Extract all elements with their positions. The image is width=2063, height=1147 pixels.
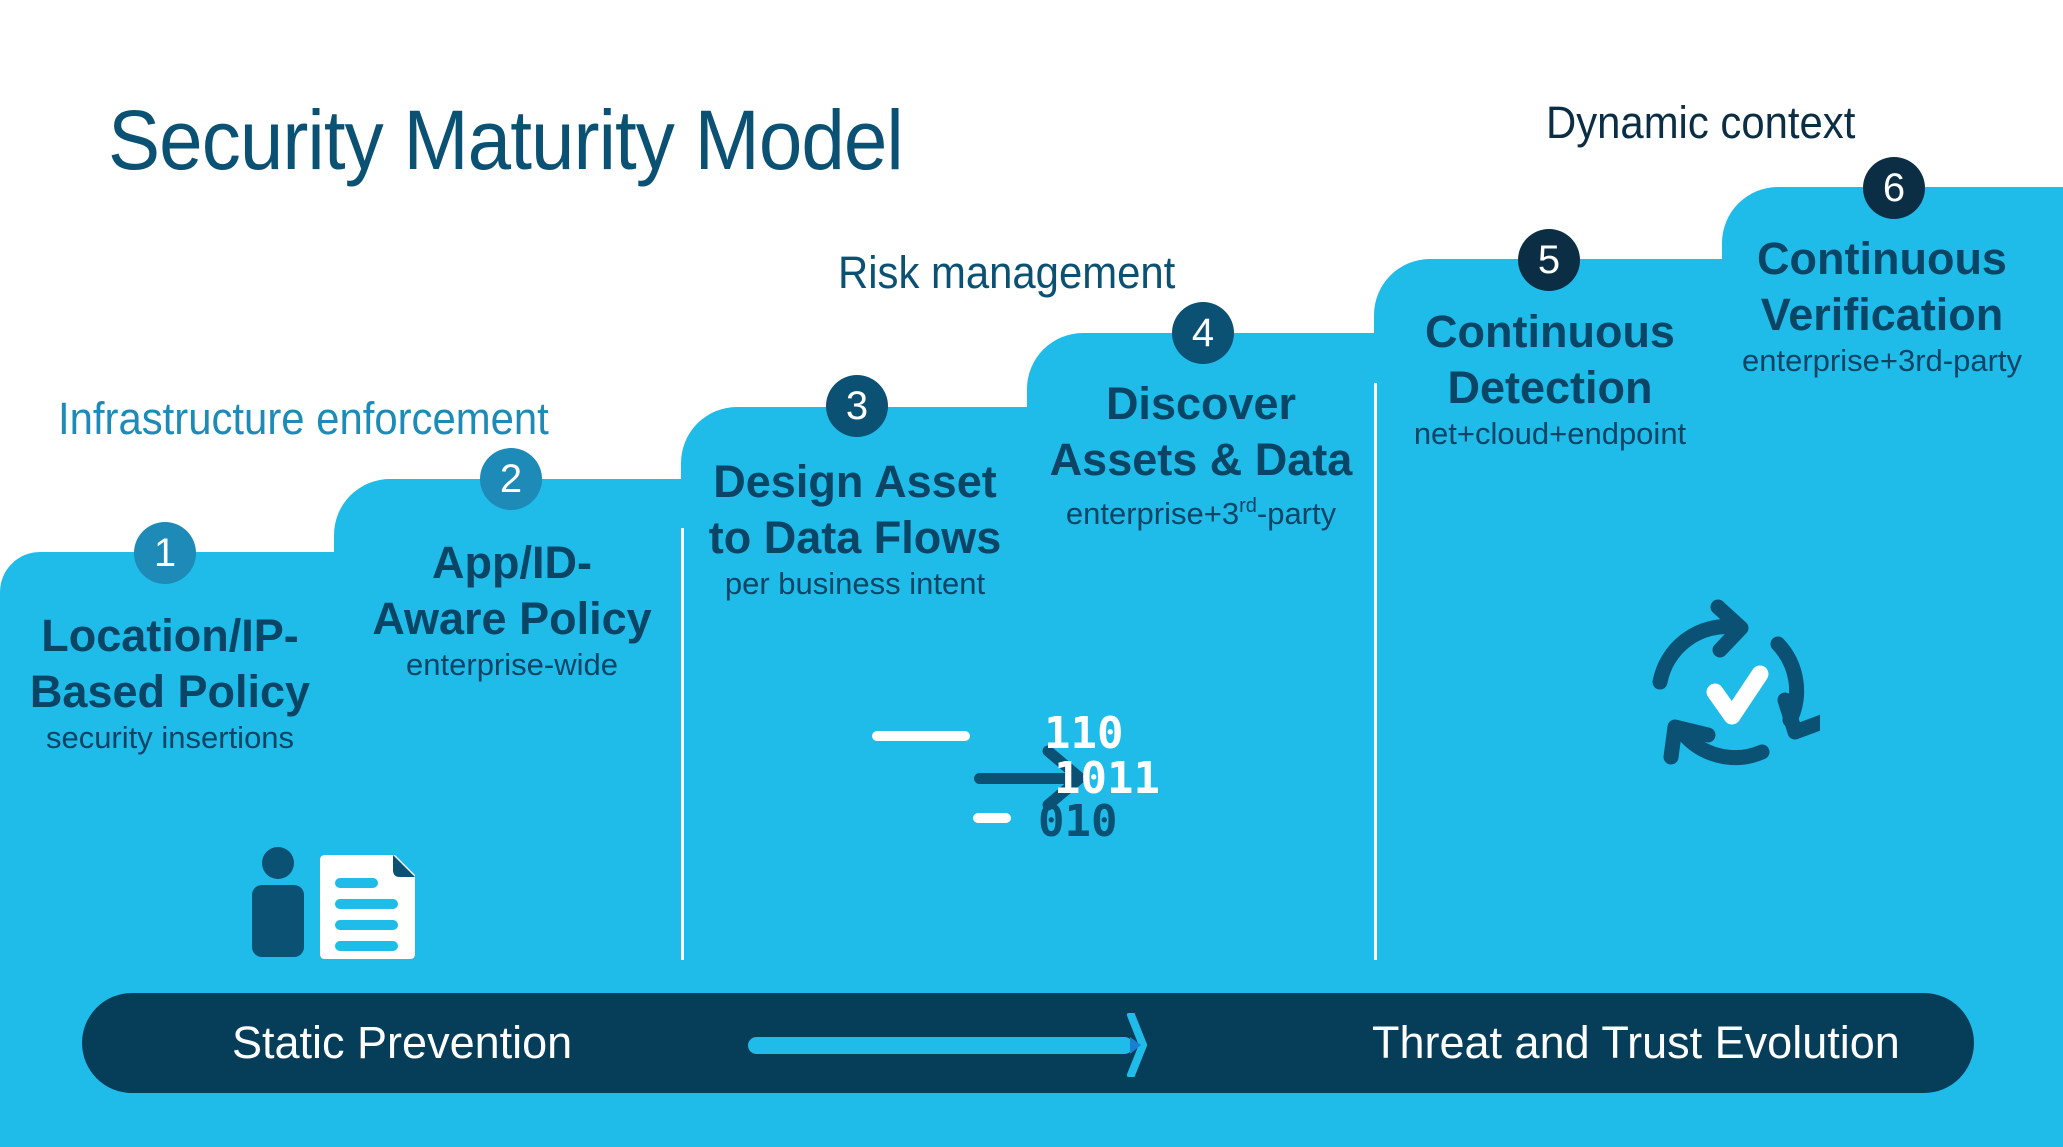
step-block-6	[1722, 187, 2063, 1147]
step-heading: App/ID- Aware Policy	[372, 537, 652, 644]
step-heading: Design Asset to Data Flows	[708, 456, 1002, 563]
step-subtitle: enterprise+3rd-party	[1742, 343, 2022, 378]
step-heading: Location/IP- Based Policy	[29, 610, 311, 717]
phase-divider	[681, 528, 684, 960]
binary-data-flow-icon: 110 1011 010	[872, 708, 1160, 846]
step-number-badge: 2	[480, 448, 542, 510]
right-arrow-icon	[748, 1013, 1147, 1077]
phase-label-infrastructure: Infrastructure enforcement	[58, 393, 549, 444]
step-subtitle: security insertions	[45, 720, 295, 755]
step-number-badge: 6	[1863, 157, 1925, 219]
step-card-2: App/ID- Aware Policy enterprise-wide	[342, 535, 682, 685]
binary-row: 1011	[1054, 753, 1160, 804]
binary-row: 010	[1038, 796, 1117, 846]
progression-bar: Static Prevention Threat and Trust Evolu…	[82, 993, 1974, 1093]
step-card-3: Design Asset to Data Flows per business …	[685, 454, 1025, 604]
step-card-4: Discover Assets & Data enterprise+3rd-pa…	[1031, 376, 1371, 534]
step-subtitle: per business intent	[724, 566, 986, 601]
step-card-5: Continuous Detection net+cloud+endpoint	[1380, 304, 1720, 454]
step-subtitle-suffix: -party	[1256, 496, 1337, 531]
phase-divider	[1374, 383, 1377, 960]
step-number-badge: 1	[134, 522, 196, 584]
progression-end-label: Threat and Trust Evolution	[1372, 1017, 1900, 1068]
step-card-1: Location/IP- Based Policy security inser…	[0, 608, 340, 758]
step-heading: Continuous Detection	[1425, 306, 1675, 413]
binary-row: 110	[1044, 708, 1123, 759]
step-number-badge: 5	[1518, 229, 1580, 291]
page-title: Security Maturity Model	[108, 93, 904, 187]
phase-label-risk: Risk management	[838, 247, 1176, 298]
step-subtitle: enterprise-wide	[406, 647, 618, 682]
step-heading: Continuous Verification	[1757, 233, 2007, 340]
step-number-badge: 4	[1172, 302, 1234, 364]
step-subtitle: net+cloud+endpoint	[1413, 416, 1687, 451]
step-heading: Discover Assets & Data	[1049, 378, 1353, 485]
step-card-6: Continuous Verification enterprise+3rd-p…	[1712, 231, 2052, 381]
step-number-badge: 3	[826, 375, 888, 437]
step-subtitle-prefix: enterprise+3	[1065, 496, 1240, 531]
cycle-check-icon	[1652, 599, 1820, 766]
progression-start-label: Static Prevention	[232, 1017, 573, 1068]
step-subtitle-superscript: rd	[1239, 495, 1257, 517]
phase-label-dynamic: Dynamic context	[1546, 97, 1856, 148]
step-subtitle: enterprise+3rd-party	[1031, 486, 1371, 534]
user-document-icon	[252, 847, 415, 959]
